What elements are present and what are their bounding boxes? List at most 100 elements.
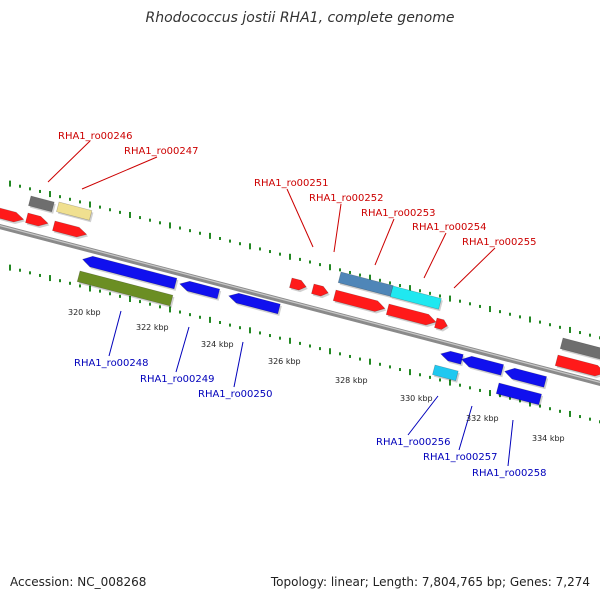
minor-tick [79,200,81,204]
minor-tick [359,357,361,361]
major-tick [249,243,251,250]
minor-tick [499,310,501,314]
gene-box-yellow[interactable] [56,201,93,221]
major-tick [209,316,211,323]
minor-tick [149,302,151,306]
minor-tick [159,221,161,225]
gene-arrow-fwd-251[interactable] [289,277,307,292]
minor-tick [99,205,101,209]
gene-label-ro00252[interactable]: RHA1_ro00252 [309,193,384,204]
minor-tick [479,388,481,392]
minor-tick [159,305,161,309]
gene-label-ro00255[interactable]: RHA1_ro00255 [462,237,537,248]
scale-label-332: 332 kbp [466,414,499,423]
leader-ro00256 [407,395,439,436]
major-tick [49,275,51,282]
minor-tick [189,313,191,317]
major-tick [89,201,91,208]
minor-tick [479,304,481,308]
scale-label-326: 326 kbp [268,357,301,366]
gene-arrow-rev-250[interactable] [227,291,281,315]
gene-arrow-rev-257[interactable] [460,354,505,376]
minor-tick [279,252,281,256]
major-tick [9,264,11,271]
minor-tick [349,270,351,274]
gene-label-ro00246[interactable]: RHA1_ro00246 [58,131,133,142]
scale-label-334: 334 kbp [532,434,565,443]
minor-tick [29,271,31,275]
gene-arrow-fwd-253[interactable] [332,289,386,314]
major-tick [529,400,531,407]
minor-tick [19,184,21,188]
accession-text: Accession: NC_008268 [10,575,147,589]
gene-label-ro00256[interactable]: RHA1_ro00256 [376,437,451,448]
scale-label-324: 324 kbp [201,340,234,349]
gene-arrow-fwd-254[interactable] [385,303,437,327]
reverse-gene-labels: RHA1_ro00248 RHA1_ro00249 RHA1_ro00250 R… [74,358,547,479]
major-tick [569,410,571,417]
minor-tick [419,373,421,377]
minor-tick [339,268,341,272]
gene-box-gray-1[interactable] [28,195,55,213]
gene-arrow-fwd-252[interactable] [311,283,329,298]
gene-arrow-fwd-2[interactable] [25,212,49,228]
major-tick [129,211,131,218]
gene-label-ro00248[interactable]: RHA1_ro00248 [74,358,149,369]
major-tick [489,306,491,313]
gene-box-cyan-2[interactable] [432,364,459,382]
gene-arrow-fwd-255[interactable] [434,317,448,331]
gene-arrow-rev-249[interactable] [178,279,221,300]
minor-tick [559,409,561,413]
minor-tick [39,273,41,277]
minor-tick [309,344,311,348]
major-tick [329,264,331,271]
minor-tick [309,260,311,264]
gene-label-ro00258[interactable]: RHA1_ro00258 [472,468,547,479]
label-leader-lines [47,140,514,467]
gene-label-ro00249[interactable]: RHA1_ro00249 [140,374,215,385]
gene-box-gray-2[interactable] [559,337,600,362]
scale-label-322: 322 kbp [136,323,169,332]
leader-ro00255 [453,247,496,289]
gene-label-ro00247[interactable]: RHA1_ro00247 [124,146,199,157]
gene-label-ro00251[interactable]: RHA1_ro00251 [254,178,329,189]
gene-box-cyan[interactable] [389,285,442,310]
minor-tick [69,197,71,201]
minor-tick [59,279,61,283]
gene-label-ro00257[interactable]: RHA1_ro00257 [423,452,498,463]
minor-tick [139,216,141,220]
major-tick [89,285,91,292]
minor-tick [589,333,591,337]
map-title: Rhodococcus jostii RHA1, complete genome [145,10,455,26]
gene-box-olive[interactable] [76,270,174,307]
minor-tick [349,354,351,358]
gene-arrow-rev-258[interactable] [503,366,548,388]
minor-tick [29,187,31,191]
gene-box-steel-2[interactable] [495,382,542,406]
minor-tick [579,415,581,419]
gene-arrow-fwd-1[interactable] [0,205,25,224]
genome-backbone [0,224,600,386]
minor-tick [379,278,381,282]
gene-arrow-rev-256[interactable] [439,349,464,365]
genome-backbone-highlight [0,224,600,384]
minor-tick [239,326,241,330]
minor-tick [109,292,111,296]
reverse-tick-row [9,264,600,424]
gene-label-ro00253[interactable]: RHA1_ro00253 [361,208,436,219]
major-tick [329,348,331,355]
topology-summary: Topology: linear; Length: 7,804,765 bp; … [270,575,590,589]
minor-tick [299,341,301,345]
minor-tick [219,236,221,240]
gene-arrow-fwd-3[interactable] [52,220,88,239]
minor-tick [389,365,391,369]
minor-tick [189,229,191,233]
gene-arrow-rev-248[interactable] [81,254,178,290]
leader-ro00246 [47,140,91,183]
gene-features [0,195,600,407]
major-tick [449,379,451,386]
gene-label-ro00254[interactable]: RHA1_ro00254 [412,222,487,233]
gene-label-ro00250[interactable]: RHA1_ro00250 [198,389,273,400]
leader-ro00253 [374,218,395,266]
minor-tick [509,396,511,400]
